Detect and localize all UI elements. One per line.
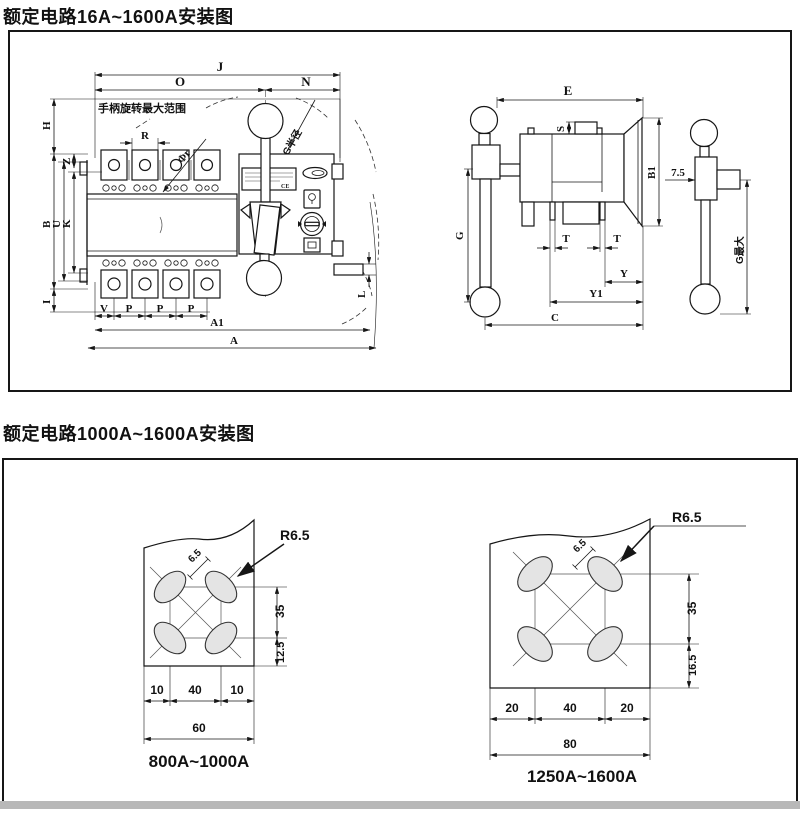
padlock-icon (303, 189, 321, 209)
handle-ball-down (245, 259, 283, 297)
dim-10b: 10 (230, 683, 244, 697)
slot-width-label: 6.5 (571, 537, 589, 555)
dim-label-b1: B1 (646, 166, 658, 179)
busbar-hole-drawings: R6.5 6.5 35 12.5 10 40 10 60 800A~1000A (143, 509, 746, 786)
slot-hole (517, 556, 553, 592)
dim-label-a1: A1 (210, 317, 223, 329)
dim-label-a: A (230, 335, 238, 347)
dim-label-r: R (141, 130, 150, 142)
dim-label-p2: P (157, 303, 164, 315)
dim-label-g: G (454, 231, 466, 240)
dim-label-k: K (61, 219, 73, 228)
dim-20a: 20 (505, 701, 519, 715)
dim-label-b: B (41, 220, 53, 228)
dim-label-h: H (41, 121, 53, 130)
slot-hole (153, 621, 187, 655)
dim-40: 40 (188, 683, 202, 697)
dim-16-5: 16.5 (687, 655, 699, 676)
bottom-dimensions: V P P P A1 A (87, 282, 377, 351)
busbar-plate (143, 518, 255, 667)
dim-label-t2: T (613, 233, 621, 245)
dim-label-s: S (555, 126, 567, 132)
dim-label-y: Y (620, 268, 628, 280)
dim-label-v: V (100, 303, 108, 315)
dim-label-c: C (551, 312, 559, 324)
dim-label-l: L (356, 291, 368, 298)
slot-width-label: 6.5 (186, 547, 204, 565)
front-view: J O N 手柄旋转最大范围 G半径 (41, 59, 380, 351)
dim-label-u: U (51, 220, 63, 228)
terminal-poles-top (100, 149, 221, 181)
dim-label-g-radius: G半径 (279, 127, 304, 158)
slot-hole (587, 626, 623, 662)
dim-35: 35 (273, 604, 287, 618)
dim-20b: 20 (620, 701, 634, 715)
dim-label-n: N (301, 74, 311, 89)
nameplate-ce-mark: CE (281, 184, 289, 190)
page-bottom-band (0, 801, 800, 809)
mounting-clip-bottom (331, 240, 344, 257)
side-view: E S B1 G (454, 83, 663, 330)
dim-label-i: I (41, 300, 53, 304)
dim-12-5: 12.5 (275, 642, 287, 663)
side-handle-ball-top (469, 105, 499, 135)
operating-handle (240, 102, 291, 297)
left-dimensions: H Z B U K I (41, 98, 210, 313)
foot-center (562, 201, 600, 225)
dim-label-y1: Y1 (589, 288, 602, 300)
dim-label-t1: T (562, 233, 570, 245)
handle-ball-up (247, 102, 284, 140)
dim-label-p1: P (126, 303, 133, 315)
installation-drawing-16a-1600a: J O N 手柄旋转最大范围 G半径 (41, 59, 751, 351)
dim-60: 60 (192, 721, 206, 735)
dim-label-p3: P (188, 303, 195, 315)
slot-hole (587, 556, 623, 592)
slot-hole (204, 621, 238, 655)
drawing-box-16a-1600a: J O N 手柄旋转最大范围 G半径 (8, 30, 792, 392)
side-handle-ball-bottom (469, 286, 501, 318)
reset-button (303, 237, 321, 253)
dim-10a: 10 (150, 683, 164, 697)
radius-label: R6.5 (672, 509, 702, 525)
dim-label-o: O (175, 74, 185, 89)
dim-80: 80 (563, 737, 577, 751)
dim-label-j: J (217, 59, 224, 74)
terminal-screws-bottom (102, 259, 219, 267)
slot-hole (153, 570, 187, 604)
dim-40: 40 (563, 701, 577, 715)
caption-1250-1600: 1250A~1600A (527, 767, 637, 786)
mounting-clip-top (331, 163, 344, 180)
hole-pattern-800-1000: R6.5 6.5 35 12.5 10 40 10 60 800A~1000A (143, 518, 310, 771)
indicator-window (302, 166, 328, 180)
dim-label-g-max: G最大 (733, 236, 746, 264)
caption-800-1000: 800A~1000A (149, 752, 250, 771)
dim-label-e: E (564, 83, 573, 98)
slot-hole (517, 626, 553, 662)
terminal-screws-top (102, 184, 219, 192)
busbar-plate (489, 517, 651, 689)
handle-range-note: 手柄旋转最大范围 (98, 101, 186, 115)
drawing-box-1000a-1600a: R6.5 6.5 35 12.5 10 40 10 60 800A~1000A (2, 458, 798, 804)
foot-left (521, 201, 535, 227)
handle-ball-bottom (689, 283, 721, 315)
section2-title: 额定电路1000A~1600A安装图 (3, 424, 255, 444)
dim-label-z: Z (61, 158, 73, 165)
handle-view: 7.5 G最大 (665, 118, 751, 315)
handle-ball-top (689, 118, 719, 148)
din-rail-tab (333, 263, 364, 276)
section1-title: 额定电路16A~1600A安装图 (3, 7, 234, 27)
slot-hole (204, 570, 238, 604)
radius-label: R6.5 (280, 527, 310, 543)
dim-label-7-5: 7.5 (671, 167, 685, 179)
terminal-poles-bottom (100, 269, 221, 299)
hole-pattern-1250-1600: R6.5 6.5 35 16.5 20 40 20 80 1250A~1600A (489, 509, 746, 786)
dim-35: 35 (685, 601, 699, 615)
